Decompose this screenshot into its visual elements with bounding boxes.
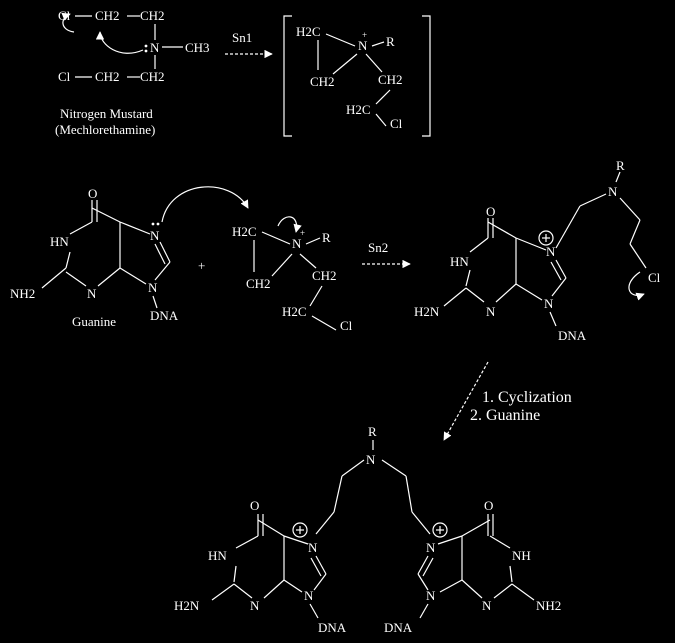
atom-n7-left: N bbox=[308, 540, 318, 555]
atom-nh-right: NH bbox=[512, 548, 531, 563]
nitrogen-mustard-label: Nitrogen Mustard bbox=[60, 106, 153, 121]
ring-open-arrow bbox=[277, 216, 302, 233]
atom-h2c-2: H2C bbox=[346, 102, 371, 117]
atom-ch2-4b: CH2 bbox=[246, 276, 271, 291]
atom-nh-left: HN bbox=[208, 548, 227, 563]
atom-ch2-4: CH2 bbox=[140, 69, 165, 84]
svg-text:+: + bbox=[300, 228, 305, 238]
atom-r-4: R bbox=[368, 424, 377, 439]
step3-line1: 1. Cyclization bbox=[482, 389, 572, 406]
step3-line2: 2. Guanine bbox=[470, 407, 540, 424]
atom-n-alk: N bbox=[608, 184, 618, 199]
atom-o-alk: O bbox=[486, 204, 495, 219]
atom-dna-left: DNA bbox=[318, 620, 347, 635]
atom-nh2-guanine: NH2 bbox=[10, 286, 35, 301]
atom-n7-guanine: N bbox=[150, 228, 160, 243]
atom-r-3: R bbox=[616, 158, 625, 173]
atom-o-left: O bbox=[250, 498, 259, 513]
atom-n-plus: N bbox=[358, 38, 368, 53]
atom-cl-5: Cl bbox=[648, 270, 661, 285]
sn2-label: Sn2 bbox=[368, 240, 388, 255]
atom-h2c-3: H2C bbox=[232, 224, 257, 239]
atom-r-1: R bbox=[386, 34, 395, 49]
atom-nh-alk: HN bbox=[450, 254, 469, 269]
aziridinium-intermediate: H2C N + R CH2 CH2 H2C Cl bbox=[283, 15, 431, 137]
atom-ch2-2: CH2 bbox=[140, 8, 165, 23]
aziridinium-reactant: H2C N + R CH2 CH2 H2C Cl bbox=[232, 216, 353, 333]
atom-n7-right: N bbox=[426, 540, 436, 555]
atom-ch2-3: CH2 bbox=[95, 69, 120, 84]
alkylated-guanine-structure: O HN N H2N N N DNA N R Cl bbox=[414, 158, 661, 343]
plus-charge-circle bbox=[538, 230, 554, 246]
atom-ch2-chain: CH2 bbox=[378, 72, 403, 87]
atom-nh-guanine: HN bbox=[50, 234, 69, 249]
atom-h2c-4: H2C bbox=[282, 304, 307, 319]
nucleophilic-attack-arrow bbox=[161, 186, 249, 223]
atom-n-bridge: N bbox=[366, 452, 376, 467]
atom-h2c-1: H2C bbox=[296, 24, 321, 39]
atom-nh2-alk: H2N bbox=[414, 304, 440, 319]
mechlorethamine-label: (Mechlorethamine) bbox=[55, 122, 155, 137]
atom-cl-2: Cl bbox=[58, 69, 71, 84]
atom-n7-alk: N bbox=[546, 244, 556, 259]
atom-cl-4: Cl bbox=[340, 318, 353, 333]
atom-n9-right: N bbox=[426, 588, 436, 603]
nitrogen-mustard-structure: Cl CH2 CH2 N CH3 Cl CH2 CH2 Nitrogen Mus… bbox=[55, 8, 210, 137]
svg-text:+: + bbox=[362, 30, 367, 40]
crosslinked-product-structure: R N O HN N H2N N N DNA bbox=[174, 424, 561, 635]
atom-o-right: O bbox=[484, 498, 493, 513]
sn1-label: Sn1 bbox=[232, 30, 252, 45]
atom-cl-3: Cl bbox=[390, 116, 403, 131]
atom-n3-left: N bbox=[250, 598, 260, 613]
atom-ch2-1: CH2 bbox=[95, 8, 120, 23]
guanine-label: Guanine bbox=[72, 314, 116, 329]
curved-arrow-n bbox=[95, 31, 144, 54]
curved-arrow-cl bbox=[61, 12, 75, 33]
atom-ch2-5: CH2 bbox=[312, 268, 337, 283]
atom-cl-1: Cl bbox=[58, 8, 71, 23]
atom-n9-guanine: N bbox=[148, 280, 158, 295]
plus-sign: + bbox=[198, 258, 205, 273]
atom-n-mustard: N bbox=[150, 40, 160, 55]
cl-leaving-arrow bbox=[628, 271, 645, 301]
atom-ch2-ring: CH2 bbox=[310, 74, 335, 89]
atom-dna-alk: DNA bbox=[558, 328, 587, 343]
guanine-structure: O HN N NH2 N N DNA Guanine bbox=[10, 186, 179, 329]
atom-r-2: R bbox=[322, 230, 331, 245]
atom-n9-alk: N bbox=[544, 296, 554, 311]
atom-nh2-left: H2N bbox=[174, 598, 200, 613]
atom-dna-right: DNA bbox=[384, 620, 413, 635]
atom-n3-guanine: N bbox=[87, 286, 97, 301]
atom-o-guanine: O bbox=[88, 186, 97, 201]
atom-ch3: CH3 bbox=[185, 40, 210, 55]
atom-dna-guanine: DNA bbox=[150, 308, 179, 323]
atom-n-plus-2: N bbox=[292, 236, 302, 251]
atom-n9-left: N bbox=[304, 588, 314, 603]
atom-n3-right: N bbox=[482, 598, 492, 613]
atom-nh2-right: NH2 bbox=[536, 598, 561, 613]
atom-n3-alk: N bbox=[486, 304, 496, 319]
